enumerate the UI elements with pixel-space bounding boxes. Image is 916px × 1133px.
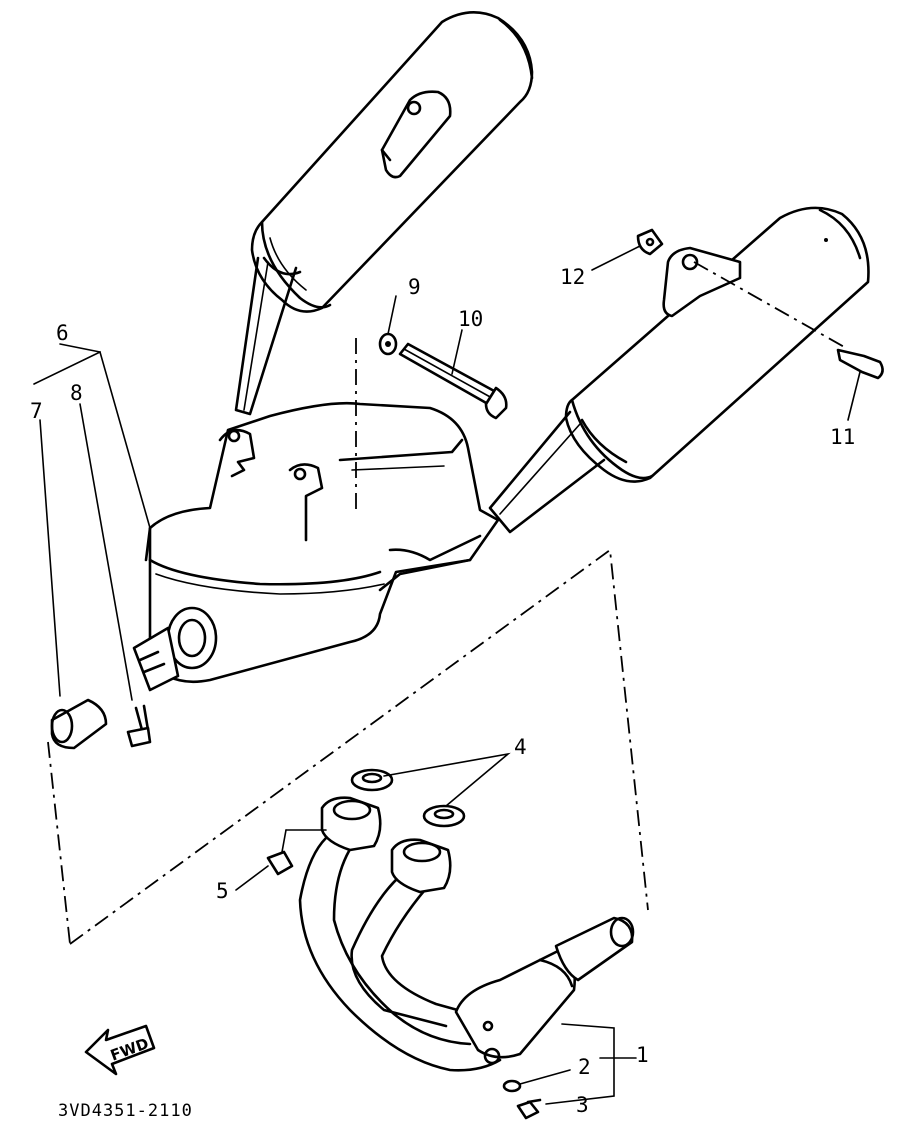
label-part-5: 5: [216, 879, 229, 903]
bolt-10: [398, 342, 508, 420]
label-part-8: 8: [70, 381, 83, 405]
nut-5: [266, 850, 294, 876]
collector-box: [132, 401, 500, 692]
cap-7: [50, 698, 108, 750]
bolt-8: [126, 704, 152, 748]
label-part-4: 4: [514, 735, 527, 759]
nut-12: [636, 228, 664, 256]
washer-9: [378, 332, 398, 356]
label-part-2: 2: [578, 1055, 591, 1079]
label-part-11: 11: [830, 425, 855, 449]
label-part-12: 12: [560, 265, 585, 289]
assembly-lines: [47, 261, 847, 945]
header-flanges: [320, 796, 452, 894]
leader-lines: [33, 245, 861, 1105]
forward-direction-arrow: FWD: [84, 1024, 156, 1076]
exhaust-header-pipe: [298, 836, 635, 1072]
drawing-code: 3VD4351-2110: [58, 1101, 193, 1121]
left-silencer: [234, 11, 534, 416]
label-part-1: 1: [636, 1043, 649, 1067]
bolt-3: [516, 1098, 542, 1120]
washer-2: [502, 1079, 522, 1093]
label-part-9: 9: [408, 275, 421, 299]
label-part-3: 3: [576, 1093, 589, 1117]
part-labels: 1 2 3 4 5 6 7 8 9 10 11 12: [30, 265, 855, 1117]
label-part-7: 7: [30, 399, 43, 423]
gaskets: [350, 768, 466, 828]
right-silencer: [488, 206, 870, 534]
bolt-11: [836, 348, 884, 380]
label-part-6: 6: [56, 321, 69, 345]
label-part-10: 10: [458, 307, 483, 331]
